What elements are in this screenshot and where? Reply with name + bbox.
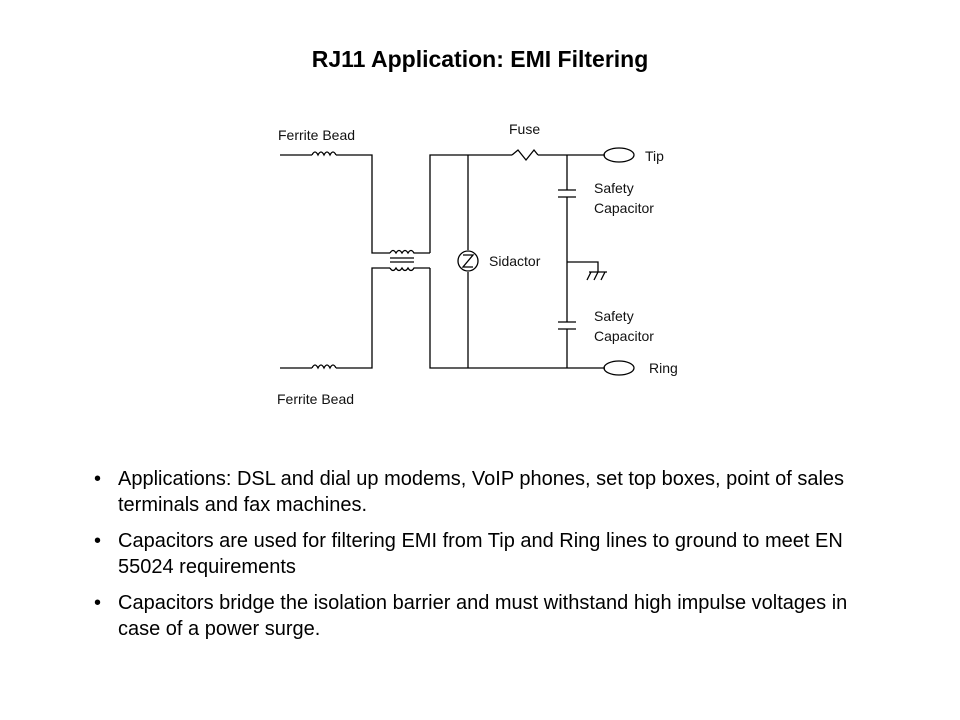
safety-capacitor-top-label-1: Safety [594,180,634,196]
ferrite-bead-bottom-label: Ferrite Bead [277,391,354,407]
safety-capacitor-top-label-2: Capacitor [594,200,654,216]
bullet-item: • Capacitors are used for filtering EMI … [90,528,890,580]
ground-symbol [586,271,607,281]
bullet-dot: • [94,592,102,614]
ring-feed-wire [429,268,605,369]
safety-capacitor-bottom-label-2: Capacitor [594,328,654,344]
sidactor-symbol [457,250,479,272]
bullet-text: Applications: DSL and dial up modems, Vo… [118,468,845,516]
ferrite-bead-top-coil [311,151,337,157]
bullet-list: • Applications: DSL and dial up modems, … [90,466,890,652]
top-left-wire [336,154,390,254]
sidactor-z [461,254,475,268]
bottom-left-wire [336,267,390,369]
transformer-coil-bottom [389,266,430,272]
safety-capacitor-bottom-label-1: Safety [594,308,634,324]
emi-filter-schematic: Ferrite Bead Ferrite Bead Fuse Tip Ring … [277,121,678,407]
ferrite-bead-top-label: Ferrite Bead [278,127,355,143]
slide-title: RJ11 Application: EMI Filtering [311,46,649,72]
ring-terminal [603,360,635,376]
ground-wire [567,261,599,272]
tip-terminal [603,147,635,163]
bullet-dot: • [94,530,102,552]
tip-label: Tip [645,148,664,164]
bullet-item: • Capacitors bridge the isolation barrie… [90,590,890,642]
ferrite-bead-bottom-coil [311,364,337,370]
bullet-text: Capacitors bridge the isolation barrier … [118,592,848,640]
ring-label: Ring [649,360,678,376]
bullet-text: Capacitors are used for filtering EMI fr… [118,530,843,578]
fuse-symbol [511,148,539,162]
fuse-label: Fuse [509,121,540,137]
bullet-item: • Applications: DSL and dial up modems, … [90,466,890,518]
transformer-coil-top [389,249,430,255]
bullet-dot: • [94,468,102,490]
tip-feed-wire [429,154,512,253]
sidactor-label: Sidactor [489,253,541,269]
